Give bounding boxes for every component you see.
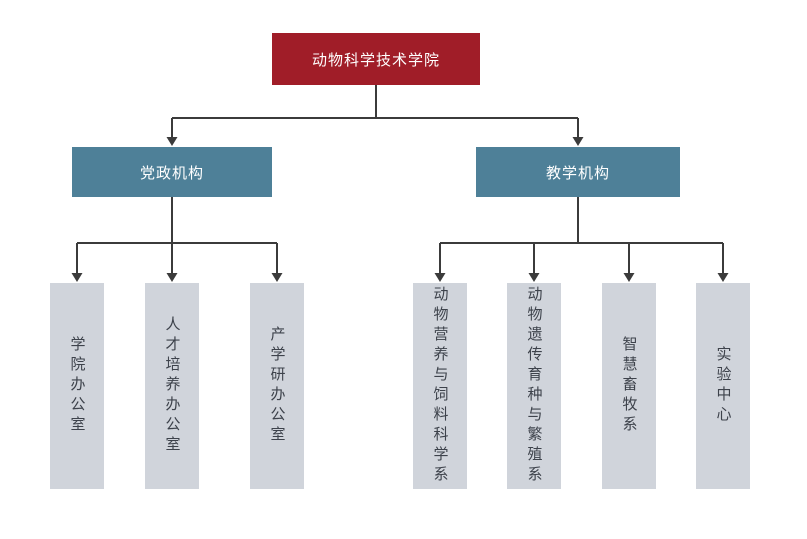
root-node-college: 动物科学技术学院 — [272, 33, 480, 85]
connector-right-branch-to-leaves — [439, 197, 724, 276]
leaf-node-experiment-center: 实验中心 — [696, 283, 750, 489]
leaf-node-animal-genetics-breeding-reproduction-dept: 动物遗传育种与繁殖系 — [507, 283, 561, 489]
node-label: 动物遗传育种与繁殖系 — [525, 286, 543, 486]
node-label: 动物科学技术学院 — [311, 51, 440, 69]
arrowhead-icon — [717, 273, 729, 282]
node-label: 党政机构 — [139, 164, 204, 182]
connector-root-to-branches — [171, 85, 579, 140]
leaf-node-college-office: 学院办公室 — [50, 283, 104, 489]
arrowhead-icon — [71, 273, 83, 282]
node-label: 智慧畜牧系 — [620, 336, 638, 436]
node-label: 实验中心 — [714, 346, 732, 426]
node-label: 动物营养与饲料科学系 — [431, 286, 449, 486]
connector-left-branch-to-leaves — [76, 197, 278, 276]
arrowhead-group — [71, 137, 729, 282]
arrowhead-icon — [166, 137, 178, 146]
leaf-node-industry-university-research-office: 产学研办公室 — [250, 283, 304, 489]
arrowhead-icon — [166, 273, 178, 282]
arrowhead-icon — [434, 273, 446, 282]
arrowhead-icon — [623, 273, 635, 282]
leaf-node-smart-husbandry-dept: 智慧畜牧系 — [602, 283, 656, 489]
leaf-node-talent-cultivation-office: 人才培养办公室 — [145, 283, 199, 489]
node-label: 教学机构 — [545, 164, 610, 182]
branch-node-teaching: 教学机构 — [476, 147, 680, 197]
node-label: 人才培养办公室 — [163, 316, 181, 456]
arrowhead-icon — [271, 273, 283, 282]
branch-node-party-admin: 党政机构 — [72, 147, 272, 197]
node-label: 产学研办公室 — [268, 326, 286, 446]
leaf-node-animal-nutrition-feed-science-dept: 动物营养与饲料科学系 — [413, 283, 467, 489]
arrowhead-icon — [572, 137, 584, 146]
node-label: 学院办公室 — [68, 336, 86, 436]
connector-stroke-group — [76, 85, 724, 276]
arrowhead-icon — [528, 273, 540, 282]
